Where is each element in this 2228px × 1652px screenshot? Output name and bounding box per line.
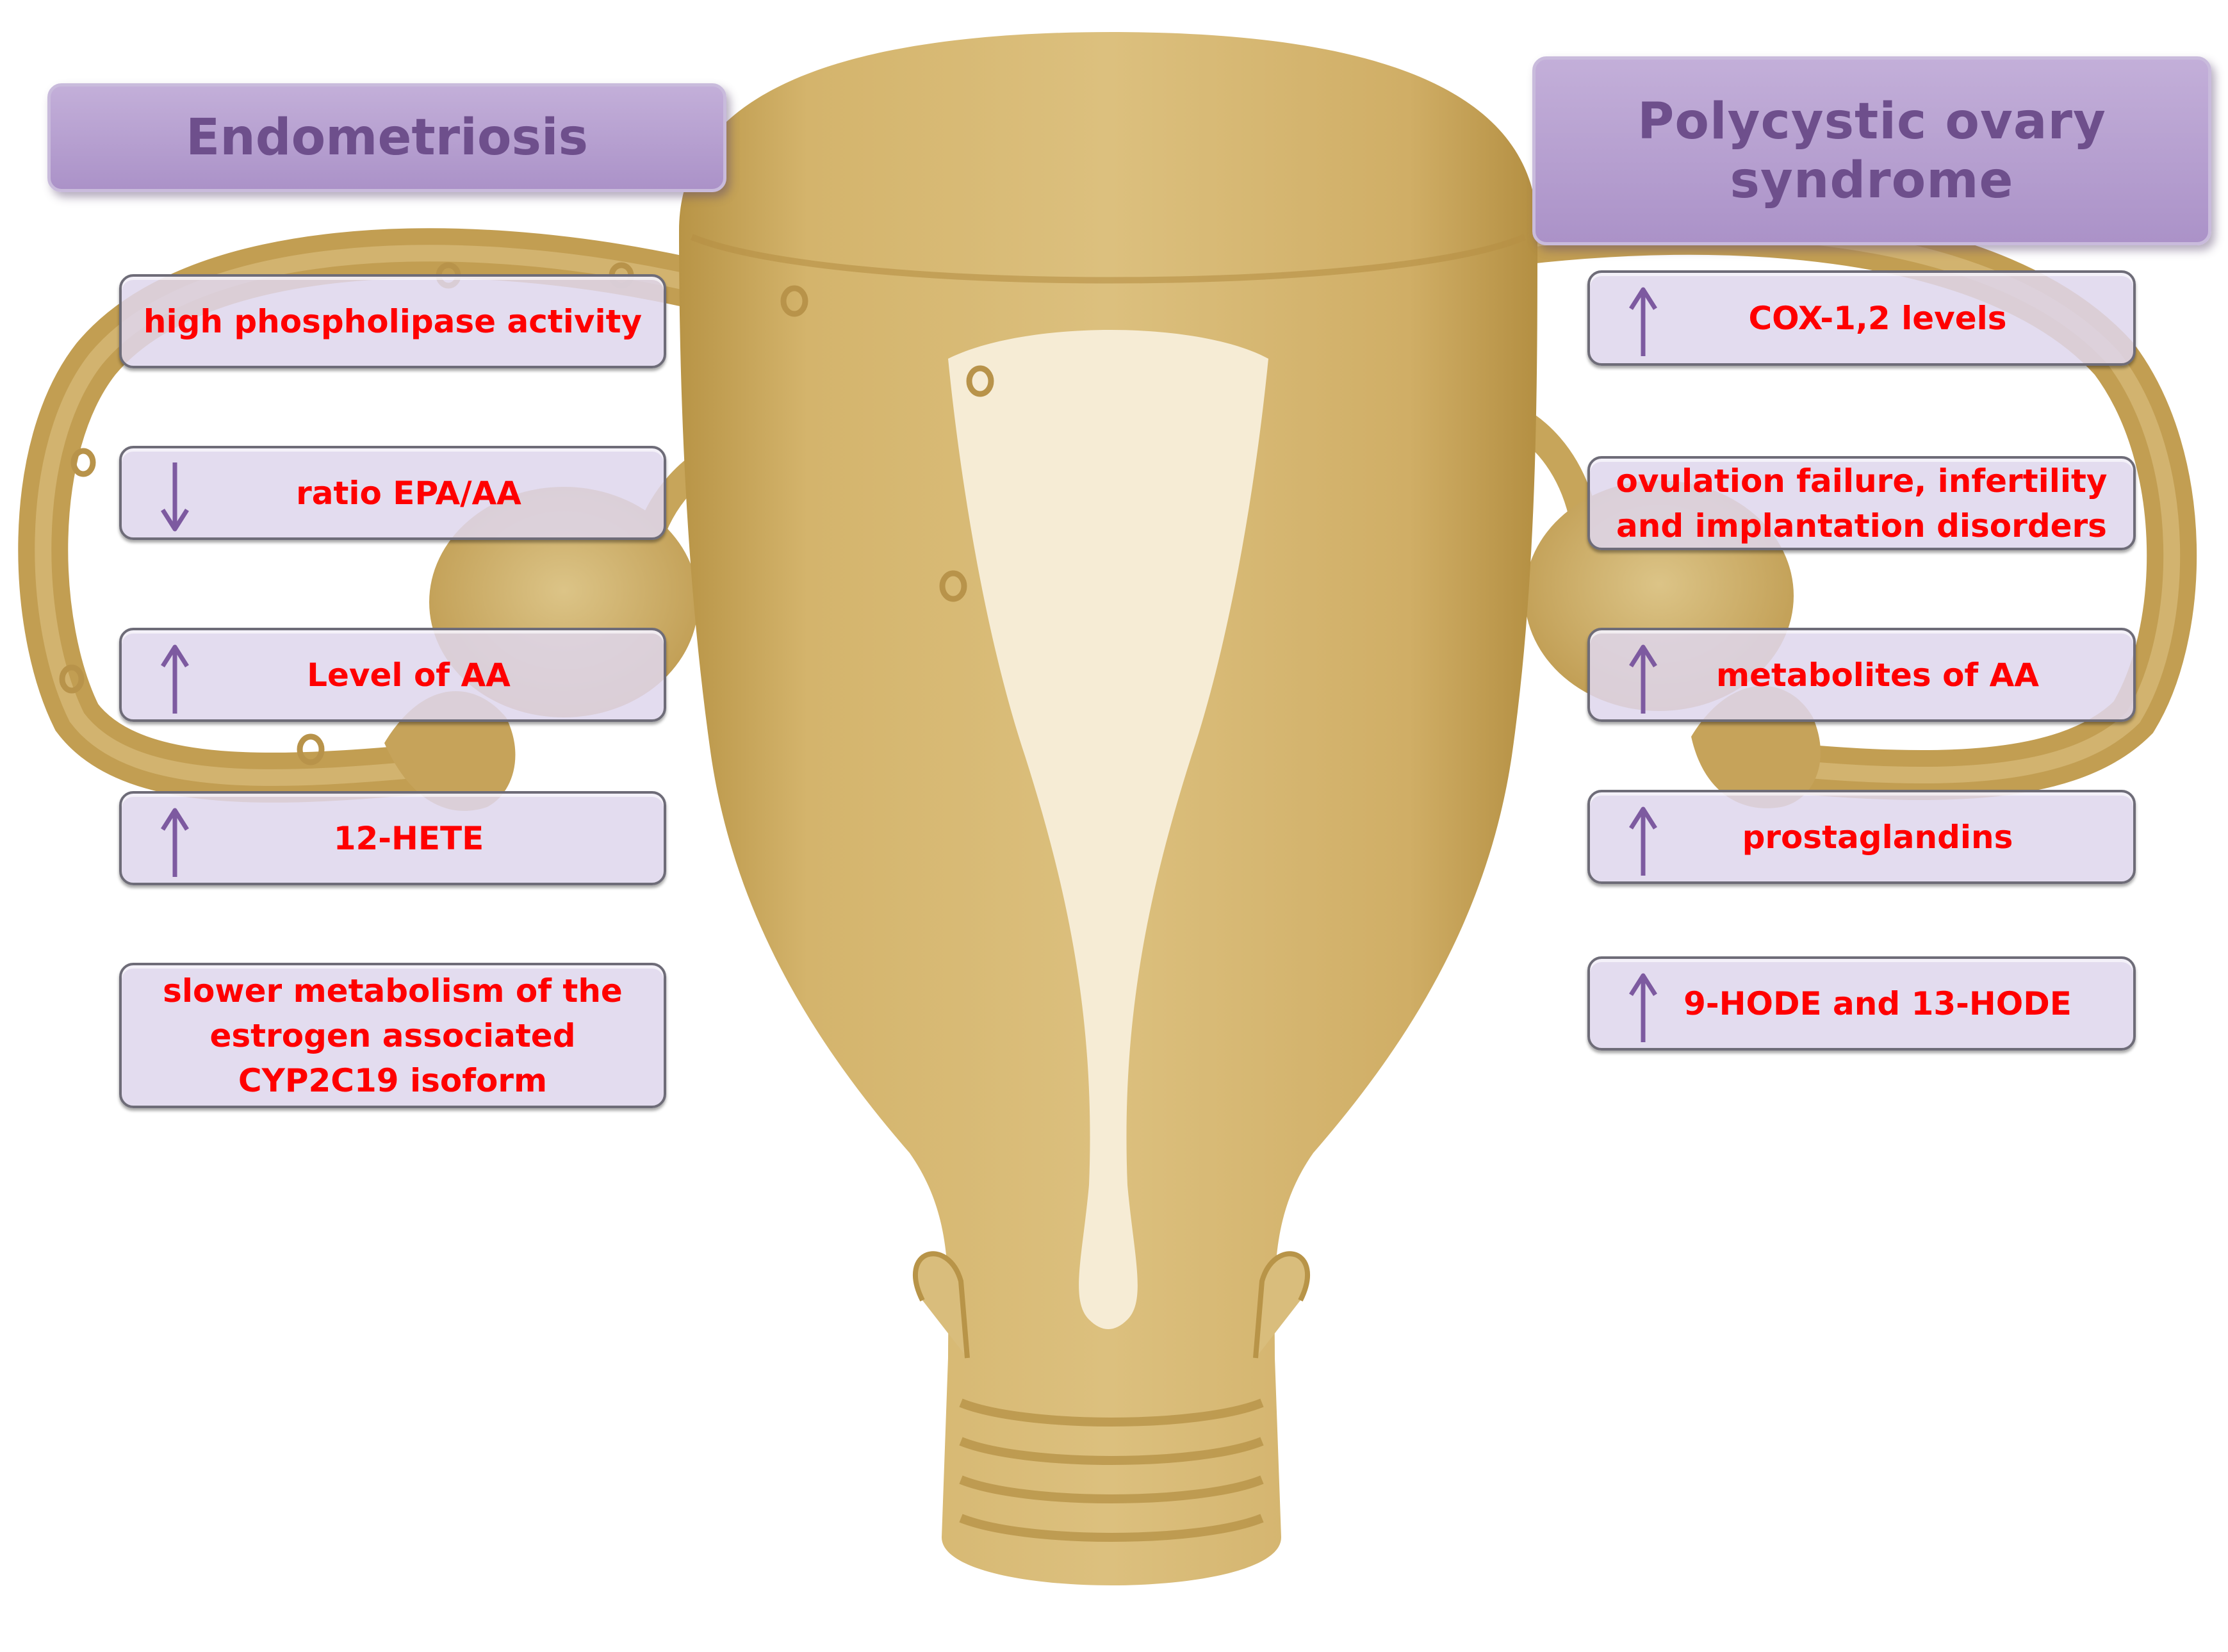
pcos-item-ovulation: ovulation failure, infertility and impla… <box>1587 456 2136 550</box>
pcos-item-cox: COX-1,2 levels <box>1587 270 2136 366</box>
endometriosis-header: Endometriosis <box>47 83 726 192</box>
endometriosis-item-label: 12-HETE <box>333 819 484 857</box>
pcos-item-label: 9-HODE and 13-HODE <box>1683 985 2072 1022</box>
pcos-item-label: prostaglandins <box>1742 818 2013 856</box>
pcos-item-label: metabolites of AA <box>1716 656 2039 694</box>
pcos-item-metabolites-aa: metabolites of AA <box>1587 628 2136 722</box>
endometriosis-item-label: Level of AA <box>307 656 511 694</box>
up-arrow-icon <box>1629 973 1657 1042</box>
endometriosis-item-label: ratio EPA/AA <box>296 474 521 512</box>
pcos-item-label: COX-1,2 levels <box>1748 299 2007 337</box>
endometriosis-item-cyp2c19: slower metabolism of the estrogen associ… <box>119 963 666 1108</box>
cervix-rings <box>959 1398 1264 1542</box>
endometriosis-item-label: high phospholipase activity <box>143 302 643 340</box>
endometriosis-item-phospholipase: high phospholipase activity <box>119 274 666 368</box>
endometriosis-item-12-hete: 12-HETE <box>119 791 666 885</box>
pcos-header: Polycystic ovary syndrome <box>1532 56 2211 245</box>
up-arrow-icon <box>161 644 189 714</box>
up-arrow-icon <box>1629 287 1657 356</box>
pcos-item-label: ovulation failure, infertility and impla… <box>1616 462 2108 544</box>
endometriosis-item-level-aa: Level of AA <box>119 628 666 722</box>
up-arrow-icon <box>161 808 189 877</box>
up-arrow-icon <box>1629 644 1657 714</box>
pcos-title: Polycystic ovary syndrome <box>1637 92 2106 209</box>
endometriosis-item-label: slower metabolism of the estrogen associ… <box>163 972 623 1099</box>
up-arrow-icon <box>1629 806 1657 876</box>
pcos-item-prostaglandins: prostaglandins <box>1587 790 2136 884</box>
uterine-cavity <box>948 330 1268 1329</box>
endometriosis-title: Endometriosis <box>185 109 589 167</box>
pcos-item-hode: 9-HODE and 13-HODE <box>1587 956 2136 1051</box>
down-arrow-icon <box>161 462 189 532</box>
endometriosis-item-epa-aa: ratio EPA/AA <box>119 446 666 540</box>
